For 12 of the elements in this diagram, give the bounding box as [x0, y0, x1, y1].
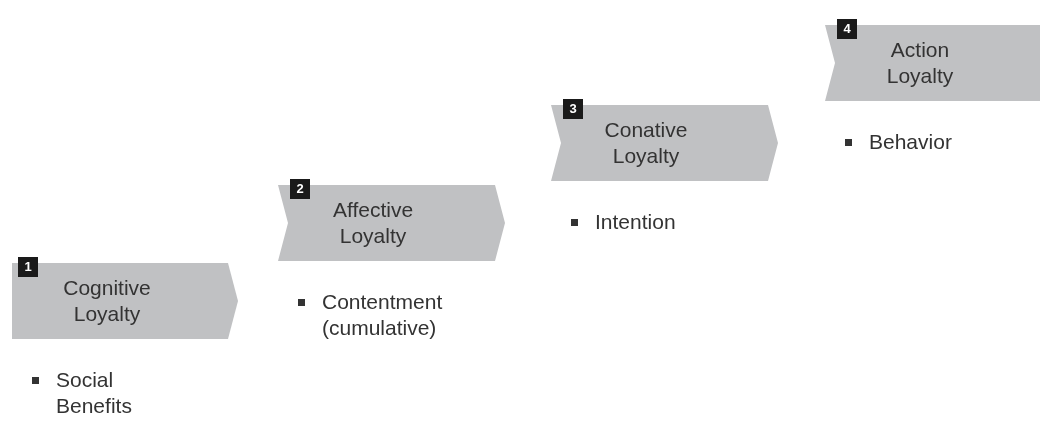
step-number-badge: 4	[837, 19, 857, 39]
bullet-text: Contentment (cumulative)	[322, 289, 444, 341]
step-title: Affective Loyalty	[331, 197, 415, 249]
step-title: Conative Loyalty	[603, 117, 689, 169]
step-number-badge: 2	[290, 179, 310, 199]
bullet-text: Social Benefits	[56, 367, 133, 419]
step-number-badge: 1	[18, 257, 38, 277]
step-title: Cognitive Loyalty	[62, 275, 152, 327]
step-number-badge: 3	[563, 99, 583, 119]
bullet-text: Behavior	[869, 129, 953, 155]
bullet-text: Intention	[595, 209, 677, 235]
step-title: Action Loyalty	[885, 37, 955, 89]
